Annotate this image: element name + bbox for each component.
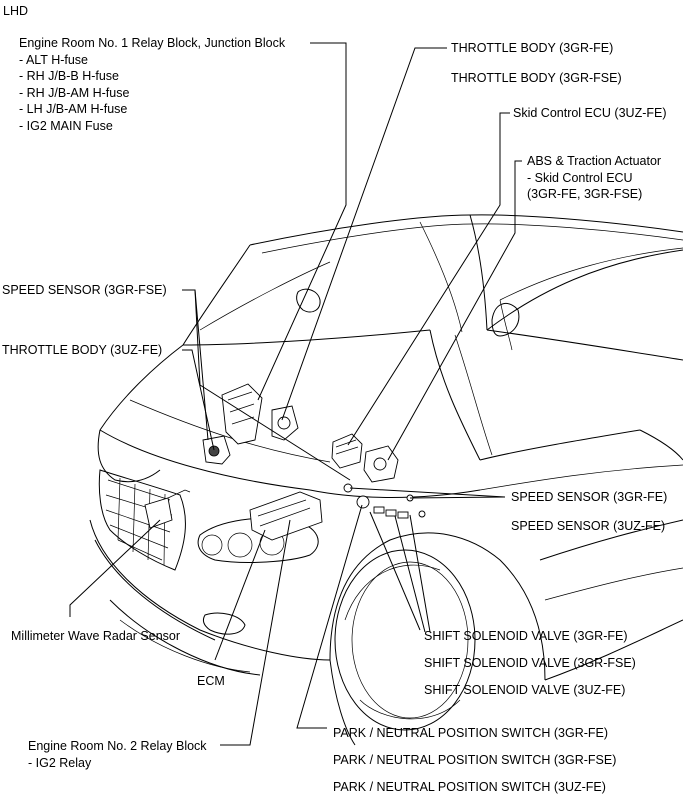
speed-sensor-3grfse-left-label: SPEED SENSOR (3GR-FSE) [2, 283, 167, 297]
engine-room-no2-title: Engine Room No. 2 Relay Block [28, 739, 207, 753]
abs-actuator-line: (3GR-FE, 3GR-FSE) [527, 187, 643, 201]
engine-room-no1-title: Engine Room No. 1 Relay Block, Junction … [19, 36, 286, 50]
speed-sensor-3uzfe-label: SPEED SENSOR (3UZ-FE) [511, 519, 666, 533]
abs-actuator-component [363, 445, 399, 483]
throttle-body-3uz-component [202, 435, 231, 465]
park-neutral-3grfse-label: PARK / NEUTRAL POSITION SWITCH (3GR-FSE) [333, 753, 617, 767]
radar-sensor-component [144, 489, 191, 529]
lhd-label: LHD [3, 4, 29, 18]
engine-room-no2-item: - IG2 Relay [28, 755, 92, 770]
park-neutral-3uzfe-label: PARK / NEUTRAL POSITION SWITCH (3UZ-FE) [333, 780, 606, 794]
skid-control-ecu-component [331, 433, 363, 469]
engine-room-no1-item: - ALT H-fuse [19, 52, 89, 67]
engine-room-no1-item: - RH J/B-AM H-fuse [19, 85, 130, 100]
transmission-sensors-component [343, 483, 426, 519]
shift-solenoid-3grfse-label: SHIFT SOLENOID VALVE (3GR-FSE) [424, 656, 636, 670]
engine-room-no1-item: - IG2 MAIN Fuse [19, 118, 113, 133]
skid-control-ecu-3uzfe-label: Skid Control ECU (3UZ-FE) [513, 106, 667, 120]
shift-solenoid-3uzfe-label: SHIFT SOLENOID VALVE (3UZ-FE) [424, 683, 626, 697]
ecm-component [249, 491, 323, 541]
throttle-body-3gr-component [271, 405, 299, 441]
abs-actuator-label-group: ABS & Traction Actuator - Skid Control E… [527, 153, 661, 203]
millimeter-wave-radar-label: Millimeter Wave Radar Sensor [11, 629, 181, 643]
abs-actuator-title: ABS & Traction Actuator [527, 154, 662, 168]
shift-solenoid-3grfe-label: SHIFT SOLENOID VALVE (3GR-FE) [424, 629, 628, 643]
engine-room-no1-item: - RH J/B-B H-fuse [19, 69, 120, 83]
throttle-body-3grfe-label: THROTTLE BODY (3GR-FE) [451, 41, 614, 55]
throttle-body-3uzfe-label: THROTTLE BODY (3UZ-FE) [2, 343, 163, 357]
throttle-body-3grfse-label: THROTTLE BODY (3GR-FSE) [451, 71, 622, 85]
car-body-outline [89, 214, 683, 746]
ecm-label: ECM [197, 674, 225, 688]
abs-actuator-line: - Skid Control ECU [527, 170, 633, 185]
park-neutral-3grfe-label: PARK / NEUTRAL POSITION SWITCH (3GR-FE) [333, 726, 609, 740]
speed-sensor-3grfe-label: SPEED SENSOR (3GR-FE) [511, 490, 668, 504]
engine-room-no1-item: - LH J/B-AM H-fuse [19, 102, 128, 116]
engine-room-no2-label-group: Engine Room No. 2 Relay Block - IG2 Rela… [28, 738, 207, 771]
engine-room-no1-relay-block-component [221, 383, 263, 445]
engine-room-no1-label-group: Engine Room No. 1 Relay Block, Junction … [19, 35, 285, 134]
leader-lines [69, 42, 522, 746]
